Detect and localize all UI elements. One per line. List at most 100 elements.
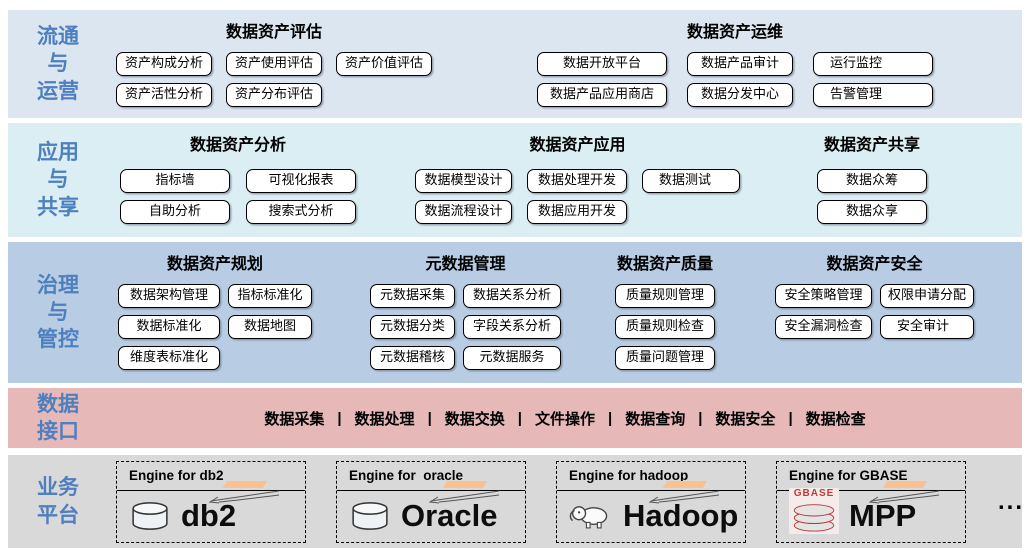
separator: |	[698, 409, 703, 427]
layer-label-line: 应用	[37, 141, 79, 165]
group-asset-analysis: 数据资产分析 指标墙 可视化报表 自助分析 搜索式分析	[120, 131, 356, 231]
group-title: 数据资产规划	[166, 256, 263, 273]
module-box: 搜索式分析	[246, 200, 356, 224]
layer-governance-control: 治理 与 管控 数据资产规划 数据架构管理 指标标准化 数据标准化 数据地图 维…	[8, 242, 1022, 383]
group-title: 数据资产质量	[616, 256, 713, 273]
module-box: 数据地图	[228, 315, 312, 339]
group-title: 数据资产分析	[189, 137, 286, 154]
layer-label-line: 管控	[37, 328, 79, 352]
layer-label-line: 与	[47, 300, 69, 324]
module-box: 数据测试	[642, 169, 740, 193]
group-asset-security: 数据资产安全 安全策略管理 权限申请分配 安全漏洞检查 安全审计	[775, 250, 974, 346]
module-box: 数据模型设计	[415, 169, 512, 193]
module-box: 安全策略管理	[775, 284, 872, 308]
module-box: 元数据分类	[370, 315, 455, 339]
gbase-logo-icon: GBASE	[789, 487, 839, 534]
layer-label-application: 应用 与 共享	[8, 123, 108, 237]
module-box: 可视化报表	[246, 169, 356, 193]
group-title: 数据资产安全	[826, 256, 923, 273]
engine-name: MPP	[849, 498, 917, 533]
engine-card-header: Engine for hadoop	[557, 462, 745, 491]
module-box: 质量规则检查	[615, 315, 715, 339]
layer-label-line: 数据	[37, 392, 79, 416]
layer-label-governance: 治理 与 管控	[8, 242, 108, 383]
module-box: 元数据稽核	[370, 346, 455, 370]
module-box: 指标标准化	[228, 284, 312, 308]
module-box: 权限申请分配	[880, 284, 974, 308]
interface-item: 数据查询	[625, 410, 686, 428]
module-box: 字段关系分析	[463, 315, 561, 339]
engine-card-gbase: Engine for GBASE GBASE	[776, 460, 966, 543]
module-box: 元数据采集	[370, 284, 455, 308]
layer-label-line: 治理	[37, 273, 79, 297]
module-box: 数据众享	[817, 200, 927, 224]
layer-label-interface: 数据 接口	[8, 388, 108, 448]
engine-name: db2	[181, 498, 237, 533]
layer-label-circulation: 流通 与 运营	[8, 10, 108, 118]
interface-item: 数据采集	[264, 410, 325, 428]
group-asset-application: 数据资产应用 数据模型设计 数据处理开发 数据测试 数据流程设计 数据应用开发	[415, 131, 740, 231]
layer-label-platform: 业务 平台	[8, 455, 108, 548]
highlight-brush-icon	[222, 480, 268, 488]
sketch-arrow-icon	[428, 490, 500, 503]
engine-card-oracle: Engine for oracle Oracle	[336, 460, 526, 543]
module-box: 质量问题管理	[615, 346, 715, 370]
module-box: 资产使用评估	[226, 52, 322, 76]
layer-data-interface: 数据 接口 数据采集 | 数据处理 | 数据交换 | 文件操作 | 数据查询 |…	[8, 388, 1022, 448]
engine-name: Hadoop	[623, 498, 739, 533]
layer-label-line: 共享	[37, 195, 79, 219]
interface-item: 数据检查	[805, 410, 866, 428]
layer-label-line: 业务	[37, 476, 79, 500]
group-title: 数据资产应用	[529, 137, 626, 154]
module-box: 安全漏洞检查	[775, 315, 872, 339]
module-box: 资产构成分析	[116, 52, 212, 76]
layer-label-line: 流通	[37, 25, 79, 49]
interface-item: 数据交换	[444, 410, 505, 428]
layer-label-line: 平台	[37, 503, 79, 527]
interface-item: 数据处理	[354, 410, 415, 428]
group-title: 数据资产运维	[686, 24, 783, 41]
module-box: 资产价值评估	[336, 52, 432, 76]
engine-name: Oracle	[401, 498, 498, 533]
sketch-arrow-icon	[208, 490, 280, 503]
group-asset-sharing: 数据资产共享 数据众筹 数据众享	[817, 131, 927, 231]
group-asset-operations: 数据资产运维 数据开放平台 数据产品审计 运行监控 数据产品应用商店 数据分发中…	[537, 18, 933, 114]
module-box: 数据标准化	[118, 315, 220, 339]
module-box: 自助分析	[120, 200, 230, 224]
module-box: 数据关系分析	[463, 284, 561, 308]
group-title: 元数据管理	[425, 256, 506, 273]
separator: |	[427, 409, 432, 427]
database-cylinder-icon	[132, 501, 168, 530]
engine-card-header: Engine for oracle	[337, 462, 525, 491]
sketch-arrow-icon	[868, 490, 940, 503]
layer-business-platform: 业务 平台 Engine for db2 db2	[8, 455, 1022, 548]
group-metadata-management: 元数据管理 元数据采集 数据关系分析 元数据分类 字段关系分析 元数据稽核 元数…	[370, 250, 561, 377]
separator: |	[337, 409, 342, 427]
group-title: 数据资产共享	[823, 137, 920, 154]
module-box: 数据众筹	[817, 169, 927, 193]
interface-item: 文件操作	[534, 410, 595, 428]
layer-label-line: 运营	[37, 79, 79, 103]
module-box: 资产分布评估	[226, 83, 322, 107]
layer-label-line: 与	[47, 168, 69, 192]
gbase-disks-icon	[793, 503, 835, 532]
module-box: 数据处理开发	[527, 169, 627, 193]
hadoop-elephant-icon	[569, 505, 608, 528]
separator: |	[608, 409, 613, 427]
module-box: 数据产品应用商店	[537, 83, 667, 107]
separator: |	[517, 409, 522, 427]
module-box: 数据产品审计	[687, 52, 793, 76]
module-box: 质量规则管理	[615, 284, 715, 308]
gbase-logo-text: GBASE	[793, 487, 835, 499]
engine-card-db2: Engine for db2 db2	[116, 460, 306, 543]
module-box: 维度表标准化	[118, 346, 220, 370]
more-engines-ellipsis: ...	[998, 487, 1025, 515]
group-asset-quality: 数据资产质量 质量规则管理 质量规则检查 质量问题管理	[615, 250, 715, 377]
group-asset-planning: 数据资产规划 数据架构管理 指标标准化 数据标准化 数据地图 维度表标准化	[118, 250, 312, 377]
module-box: 数据架构管理	[118, 284, 220, 308]
module-box: 运行监控	[813, 52, 933, 76]
module-box: 安全审计	[880, 315, 974, 339]
highlight-brush-icon	[882, 480, 928, 488]
group-title: 数据资产评估	[225, 24, 322, 41]
highlight-brush-icon	[442, 480, 488, 488]
